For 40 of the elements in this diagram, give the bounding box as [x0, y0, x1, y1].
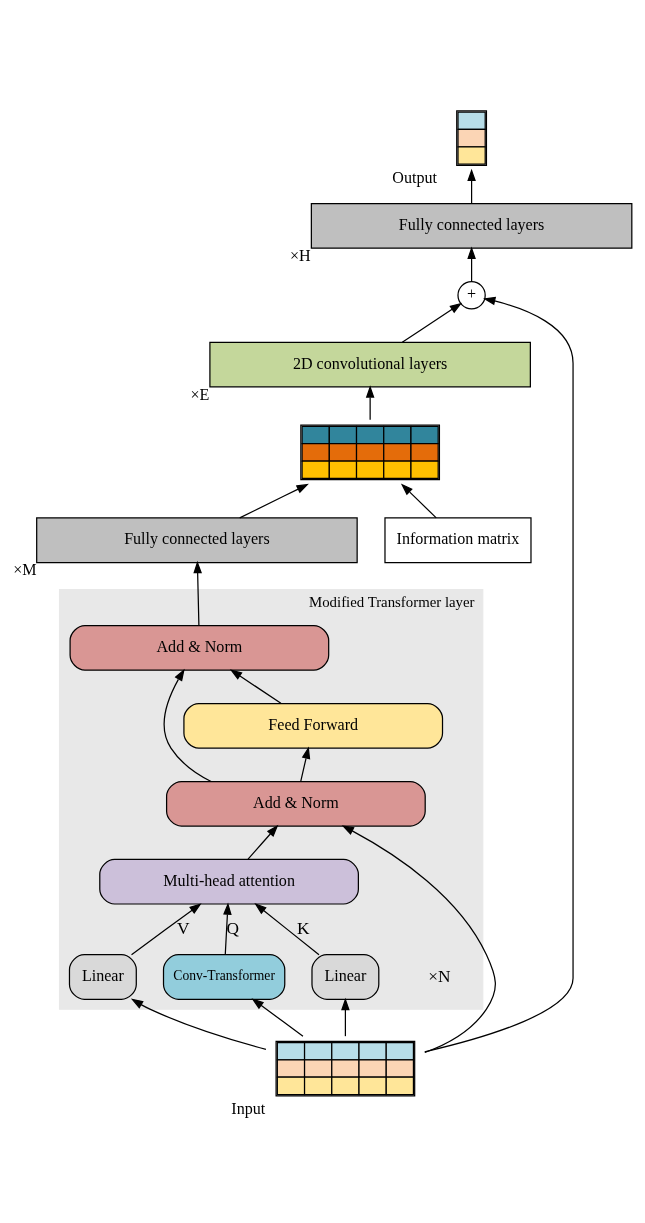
arrow: [239, 483, 309, 518]
node-label: ×N: [428, 966, 451, 986]
arrow: [400, 483, 437, 518]
node-label: ×M: [13, 560, 37, 578]
arrow: [163, 668, 212, 782]
node-box: Fully connected layers: [310, 202, 633, 249]
arrow: [467, 168, 476, 204]
node-label: Output: [392, 168, 438, 186]
arrow: [424, 296, 574, 1052]
arrow: [341, 997, 350, 1037]
edge-label: K: [297, 918, 310, 938]
node-box: Add & Norm: [166, 780, 426, 827]
arrow: [300, 745, 311, 782]
node-box: Linear: [311, 953, 380, 1000]
node-box: Add & Norm: [69, 624, 330, 671]
node-box: Information matrix: [384, 516, 532, 563]
arrow: [467, 246, 476, 282]
arrow: [254, 902, 320, 955]
arrow: [341, 824, 496, 1053]
node-label: Input: [231, 1099, 266, 1117]
arrow: [130, 902, 202, 955]
arrow: [365, 384, 375, 420]
node-label: ×E: [190, 385, 210, 403]
node-box: Linear: [68, 953, 137, 1000]
node-box: Feed Forward: [183, 702, 444, 749]
node-label: ×H: [289, 246, 311, 264]
node-box: Multi-head attention: [99, 858, 359, 905]
edge-label: V: [177, 918, 190, 938]
arrow: [130, 998, 267, 1050]
arrow: [223, 901, 232, 955]
node-box: Conv-Transformer: [162, 953, 286, 1000]
node-box: Fully connected layers: [36, 516, 358, 563]
arrow: [401, 302, 463, 343]
arrow: [229, 668, 282, 704]
arrow: [193, 560, 202, 626]
edge-label: Q: [226, 918, 240, 938]
arrow: [251, 997, 304, 1037]
node-circle: +: [457, 280, 486, 309]
node-box: 2D convolutional layers: [209, 341, 531, 387]
arrow: [247, 824, 279, 860]
